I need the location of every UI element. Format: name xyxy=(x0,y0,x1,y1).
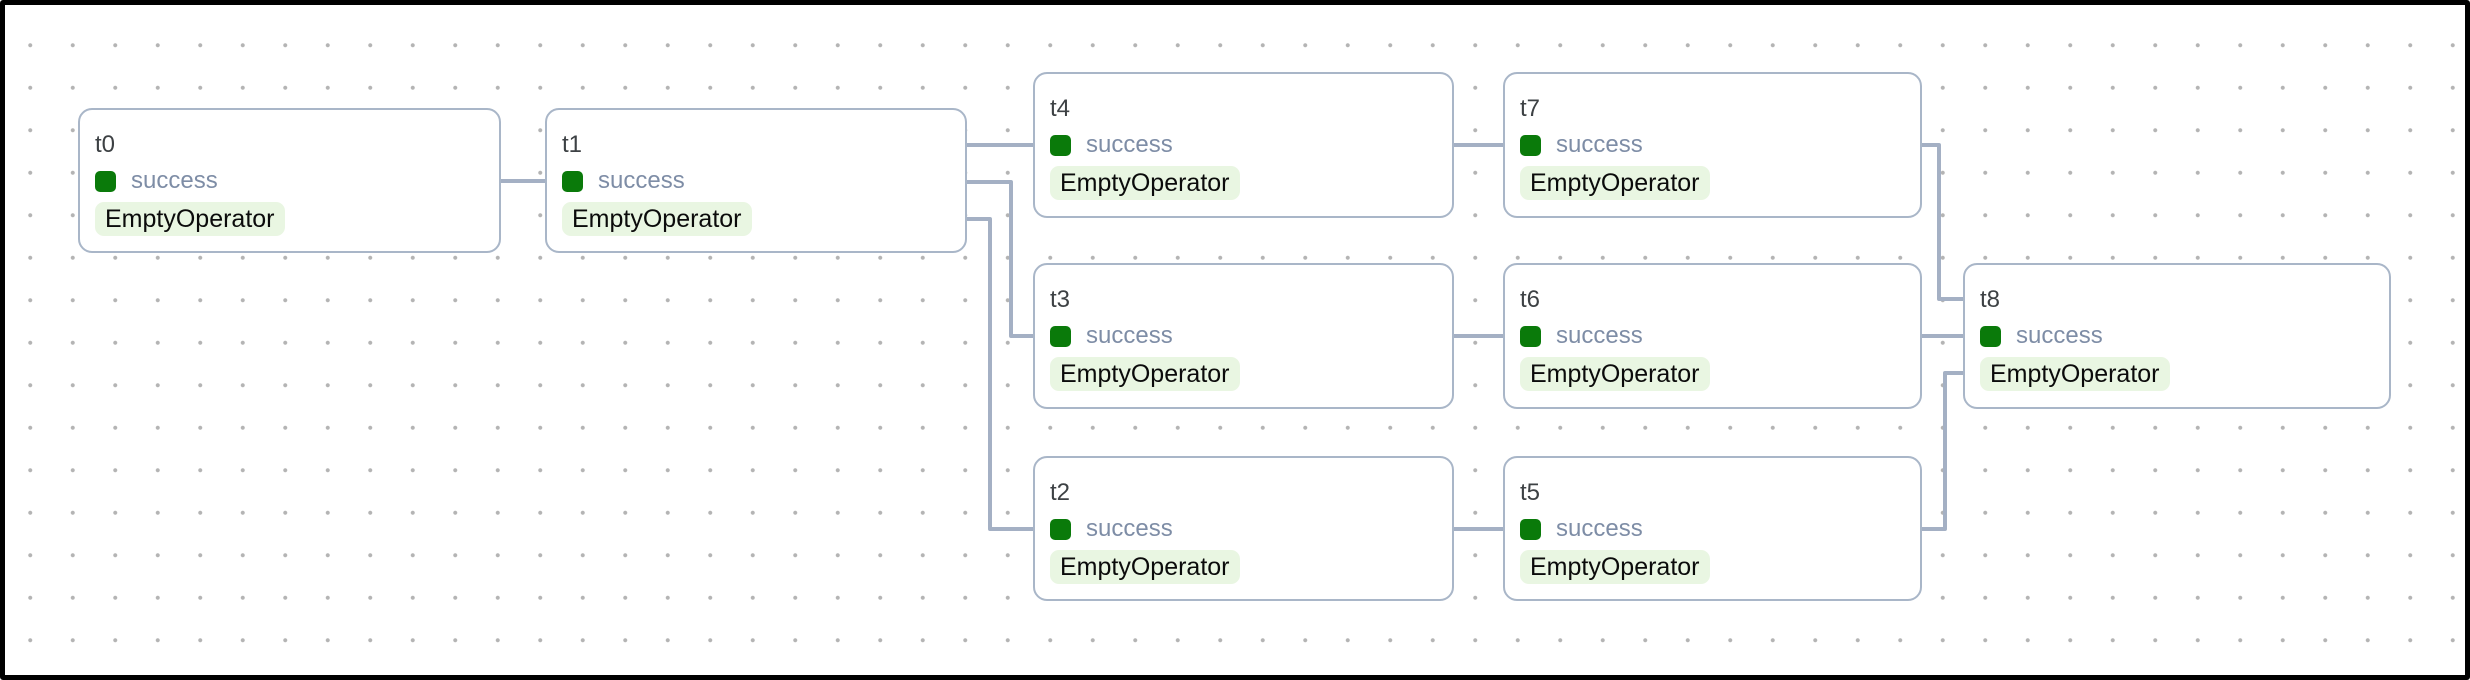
task-status-label: success xyxy=(1086,131,1173,158)
success-status-icon xyxy=(1050,518,1071,540)
task-status-label: success xyxy=(1556,515,1643,542)
operator-badge: EmptyOperator xyxy=(1520,550,1710,584)
operator-badge: EmptyOperator xyxy=(1520,166,1710,200)
task-status-row: success xyxy=(1050,323,1436,349)
task-status-row: success xyxy=(1980,323,2373,349)
edge-t7-t8 xyxy=(1922,143,1963,301)
task-name: t0 xyxy=(95,131,116,158)
operator-badge: EmptyOperator xyxy=(1050,166,1240,200)
task-node-t1[interactable]: t1 success EmptyOperator xyxy=(545,108,967,253)
task-status-label: success xyxy=(131,167,218,194)
task-status-label: success xyxy=(1556,131,1643,158)
task-status-row: success xyxy=(562,168,949,194)
success-status-icon xyxy=(1050,134,1071,156)
task-status-label: success xyxy=(1556,322,1643,349)
success-status-icon xyxy=(1520,325,1541,347)
success-status-icon xyxy=(1520,518,1541,540)
operator-badge: EmptyOperator xyxy=(1050,550,1240,584)
edge-t1-t2 xyxy=(967,217,1033,531)
task-status-row: success xyxy=(1520,516,1904,542)
success-status-icon xyxy=(95,170,116,192)
task-node-t5[interactable]: t5 success EmptyOperator xyxy=(1503,456,1922,601)
task-node-t2[interactable]: t2 success EmptyOperator xyxy=(1033,456,1454,601)
operator-badge: EmptyOperator xyxy=(95,202,285,236)
task-status-row: success xyxy=(95,168,483,194)
task-node-t0[interactable]: t0 success EmptyOperator xyxy=(78,108,501,253)
success-status-icon xyxy=(1980,325,2001,347)
task-status-label: success xyxy=(1086,515,1173,542)
edge-t5-t8 xyxy=(1922,371,1963,531)
success-status-icon xyxy=(1520,134,1541,156)
task-name: t7 xyxy=(1520,95,1541,122)
edge-t1-t3 xyxy=(967,180,1033,338)
task-name: t8 xyxy=(1980,286,2001,313)
task-node-t8[interactable]: t8 success EmptyOperator xyxy=(1963,263,2391,409)
task-status-label: success xyxy=(2016,322,2103,349)
task-status-label: success xyxy=(598,167,685,194)
success-status-icon xyxy=(1050,325,1071,347)
task-node-t3[interactable]: t3 success EmptyOperator xyxy=(1033,263,1454,409)
operator-badge: EmptyOperator xyxy=(1520,357,1710,391)
task-status-row: success xyxy=(1520,132,1904,158)
task-name: t6 xyxy=(1520,286,1541,313)
task-status-row: success xyxy=(1050,516,1436,542)
task-status-row: success xyxy=(1050,132,1436,158)
task-name: t1 xyxy=(562,131,583,158)
task-node-t4[interactable]: t4 success EmptyOperator xyxy=(1033,72,1454,218)
success-status-icon xyxy=(562,170,583,192)
task-status-label: success xyxy=(1086,322,1173,349)
task-name: t3 xyxy=(1050,286,1071,313)
task-name: t4 xyxy=(1050,95,1071,122)
operator-badge: EmptyOperator xyxy=(1050,357,1240,391)
task-name: t2 xyxy=(1050,479,1071,506)
operator-badge: EmptyOperator xyxy=(562,202,752,236)
task-status-row: success xyxy=(1520,323,1904,349)
operator-badge: EmptyOperator xyxy=(1980,357,2170,391)
task-name: t5 xyxy=(1520,479,1541,506)
task-node-t7[interactable]: t7 success EmptyOperator xyxy=(1503,72,1922,218)
task-node-t6[interactable]: t6 success EmptyOperator xyxy=(1503,263,1922,409)
